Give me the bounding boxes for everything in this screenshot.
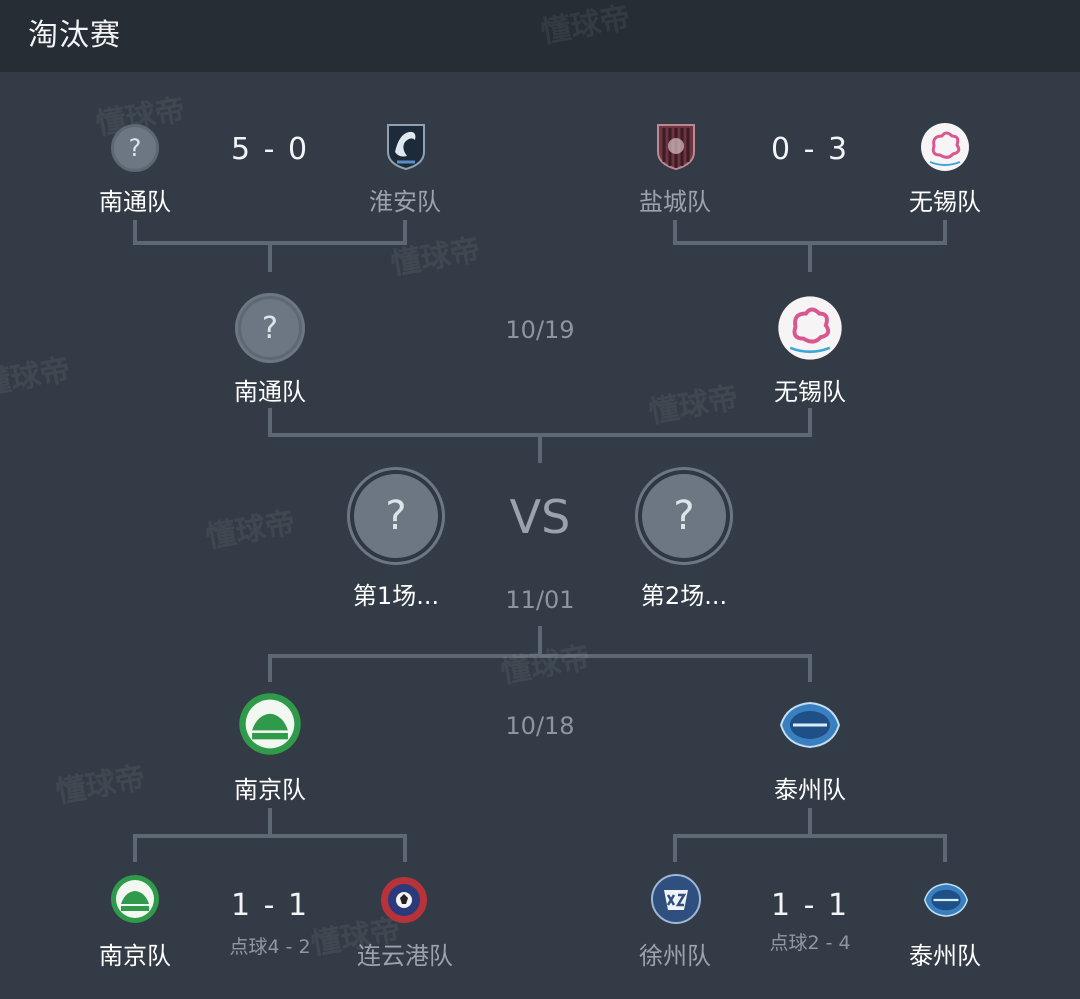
team-name: 南京队 <box>99 942 171 970</box>
penalty-score: 点球4 - 2 <box>229 936 311 958</box>
penalty-score: 点球2 - 4 <box>769 932 851 954</box>
team-name: 南通队 <box>234 378 306 406</box>
match-date: 10/18 <box>505 712 575 740</box>
header-bar: 淘汰赛 <box>0 0 1080 72</box>
taizhou-blue-logo <box>779 701 841 749</box>
team-name: 盐城队 <box>639 188 711 216</box>
question-mark-placeholder-icon: ? <box>238 296 302 360</box>
team-name: 泰州队 <box>909 942 981 970</box>
match-date: 10/19 <box>505 316 575 344</box>
team-name: 无锡队 <box>774 378 846 406</box>
team-name: 南通队 <box>99 188 171 216</box>
team-name: 南京队 <box>234 776 306 804</box>
bracket-area <box>0 72 1080 999</box>
xuzhou-shield-logo <box>651 874 701 924</box>
team-name: 淮安队 <box>369 188 441 216</box>
lianyungang-ball-logo <box>381 877 427 923</box>
team-name: 无锡队 <box>909 188 981 216</box>
team-name: 徐州队 <box>639 942 711 970</box>
match-score: 5 - 0 <box>230 132 310 167</box>
team-name: 泰州队 <box>774 776 846 804</box>
question-glyph: ? <box>128 134 142 162</box>
match-score: 1 - 1 <box>770 888 850 923</box>
match-score: 0 - 3 <box>770 132 850 167</box>
match-date: 11/01 <box>505 586 575 614</box>
huaian-dragon-logo <box>387 124 425 170</box>
team-name: 第2场... <box>640 582 728 610</box>
nanjing-green-logo <box>111 875 159 923</box>
nanjing-green-logo <box>239 693 301 755</box>
team-name: 第1场... <box>352 582 440 610</box>
question-mark-placeholder-icon: ? <box>111 124 159 172</box>
wuxi-cloud-logo <box>921 123 969 171</box>
vs-label: VS <box>509 490 571 544</box>
taizhou-blue-logo <box>923 883 969 917</box>
question-glyph: ? <box>673 493 695 539</box>
yancheng-shield-logo <box>657 124 695 170</box>
question-mark-placeholder-icon: ? <box>638 470 730 562</box>
question-glyph: ? <box>385 493 407 539</box>
page-title: 淘汰赛 <box>28 18 121 53</box>
wuxi-cloud-logo <box>778 296 842 360</box>
match-score: 1 - 1 <box>230 888 310 923</box>
question-mark-placeholder-icon: ? <box>350 470 442 562</box>
team-name: 连云港队 <box>357 942 453 970</box>
question-glyph: ? <box>262 310 278 346</box>
